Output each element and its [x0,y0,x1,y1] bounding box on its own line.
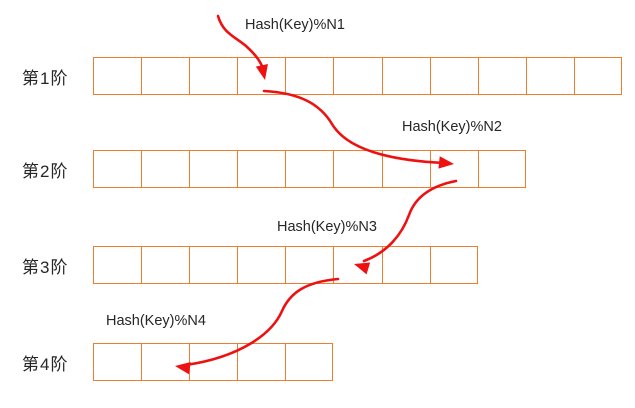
bucket-cell[interactable] [285,343,334,381]
bucket-cell[interactable] [189,150,238,188]
bucket-cell[interactable] [93,246,142,284]
bucket-cell[interactable] [237,57,286,95]
bucket-row-stage-2 [93,150,526,188]
bucket-cell[interactable] [333,246,382,284]
bucket-cell[interactable] [189,57,238,95]
bucket-cell[interactable] [477,57,526,95]
bucket-cell[interactable] [381,246,430,284]
bucket-row-stage-3 [93,246,478,284]
bucket-cell[interactable] [285,150,334,188]
bucket-row-stage-1 [93,57,623,95]
row-label-stage-1: 第1阶 [22,69,69,88]
bucket-cell[interactable] [429,150,478,188]
bucket-cell[interactable] [141,343,190,381]
hash-label-n1: Hash(Key)%N1 [245,17,345,33]
bucket-cell[interactable] [189,246,238,284]
bucket-cell[interactable] [477,150,526,188]
bucket-cell[interactable] [237,246,286,284]
bucket-cell[interactable] [237,343,286,381]
bucket-cell[interactable] [237,150,286,188]
row-label-stage-2: 第2阶 [22,162,69,181]
bucket-cell[interactable] [381,57,430,95]
row-label-stage-3: 第3阶 [22,258,69,277]
bucket-cell[interactable] [141,246,190,284]
bucket-cell[interactable] [93,57,142,95]
row-label-stage-4: 第4阶 [22,355,69,374]
bucket-cell[interactable] [285,246,334,284]
bucket-cell[interactable] [141,150,190,188]
bucket-cell[interactable] [93,343,142,381]
bucket-cell[interactable] [429,57,478,95]
hash-label-n2: Hash(Key)%N2 [402,119,502,135]
bucket-cell[interactable] [573,57,623,95]
bucket-cell[interactable] [189,343,238,381]
bucket-cell[interactable] [333,57,382,95]
bucket-cell[interactable] [381,150,430,188]
hash-label-n3: Hash(Key)%N3 [277,219,377,235]
bucket-cell[interactable] [333,150,382,188]
bucket-cell[interactable] [525,57,574,95]
bucket-cell[interactable] [141,57,190,95]
hash-label-n4: Hash(Key)%N4 [106,313,206,329]
bucket-cell[interactable] [93,150,142,188]
bucket-cell[interactable] [429,246,478,284]
bucket-cell[interactable] [285,57,334,95]
bucket-row-stage-4 [93,343,334,381]
